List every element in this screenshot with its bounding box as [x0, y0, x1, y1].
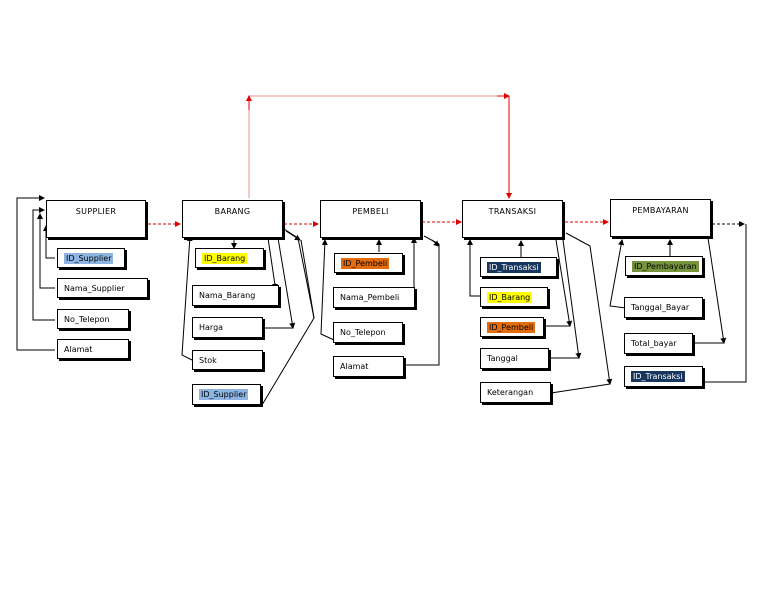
- attr-id-supplier: ID_Supplier: [57, 248, 125, 268]
- attr-label: No_Telepon: [340, 328, 386, 337]
- entity-barang: BARANG: [182, 200, 283, 238]
- primary-key-label: ID_Supplier: [64, 252, 114, 264]
- primary-key-label: ID_Pembeli: [341, 257, 390, 269]
- foreign-key-label: ID_Barang: [487, 291, 533, 303]
- primary-key-label: ID_Barang: [202, 252, 248, 264]
- attr-label: No_Telepon: [64, 314, 110, 324]
- foreign-key-label: ID_Supplier: [199, 389, 249, 400]
- attr-id-barang-fk: ID_Barang: [480, 287, 548, 307]
- attr-id-pembeli-fk: ID_Pembeli: [480, 317, 544, 337]
- attr-alamat: Alamat: [333, 356, 404, 377]
- attr-tanggal: Tanggal: [480, 348, 549, 369]
- attr-no-telepon: No_Telepon: [57, 309, 129, 329]
- entity-title: BARANG: [214, 207, 251, 216]
- attr-tanggal-bayar: Tanggal_Bayar: [624, 297, 703, 318]
- primary-key-label: ID_Pembayaran: [632, 260, 699, 272]
- attr-stok: Stok: [192, 350, 263, 370]
- attr-label: Stok: [199, 355, 217, 365]
- entity-title: PEMBELI: [352, 207, 389, 216]
- attr-label: Alamat: [340, 362, 369, 371]
- foreign-key-label: ID_Transaksi: [631, 371, 685, 382]
- foreign-key-label: ID_Pembeli: [487, 321, 536, 333]
- attr-label: Nama_Barang: [199, 291, 256, 300]
- attr-id-transaksi: ID_Transaksi: [480, 257, 557, 277]
- entity-title: PEMBAYARAN: [632, 206, 689, 215]
- attr-harga: Harga: [192, 317, 263, 338]
- attr-no-telepon: No_Telepon: [333, 322, 403, 343]
- entity-pembeli: PEMBELI: [320, 200, 421, 238]
- attr-id-transaksi-fk: ID_Transaksi: [624, 366, 703, 387]
- attr-label: Tanggal_Bayar: [631, 303, 690, 312]
- attr-id-barang: ID_Barang: [195, 248, 264, 268]
- relation-barang-transaksi-top: [248, 95, 509, 198]
- attr-total-bayar: Total_bayar: [624, 333, 693, 354]
- attr-label: Harga: [199, 323, 224, 332]
- attr-nama-supplier: Nama_Supplier: [57, 278, 148, 298]
- entity-title: SUPPLIER: [75, 207, 117, 216]
- primary-key-label: ID_Transaksi: [487, 261, 541, 273]
- attr-label: Tanggal: [487, 354, 518, 363]
- attr-nama-pembeli: Nama_Pembeli: [333, 287, 415, 308]
- attr-label: Keterangan: [487, 388, 534, 397]
- attr-label: Alamat: [64, 344, 93, 354]
- attr-id-pembayaran: ID_Pembayaran: [625, 256, 703, 276]
- attr-label: Total_bayar: [631, 339, 677, 348]
- attr-label: Nama_Pembeli: [340, 293, 400, 302]
- entity-transaksi: TRANSAKSI: [462, 200, 563, 238]
- entity-pembayaran: PEMBAYARAN: [610, 199, 711, 237]
- attr-nama-barang: Nama_Barang: [192, 285, 279, 306]
- attr-id-pembeli: ID_Pembeli: [334, 253, 403, 273]
- attr-keterangan: Keterangan: [480, 382, 551, 403]
- attr-label: Nama_Supplier: [64, 283, 125, 293]
- entity-supplier: SUPPLIER: [46, 200, 146, 238]
- attr-alamat: Alamat: [57, 339, 129, 359]
- attr-id-supplier-fk: ID_Supplier: [192, 384, 261, 405]
- entity-title: TRANSAKSI: [488, 207, 537, 216]
